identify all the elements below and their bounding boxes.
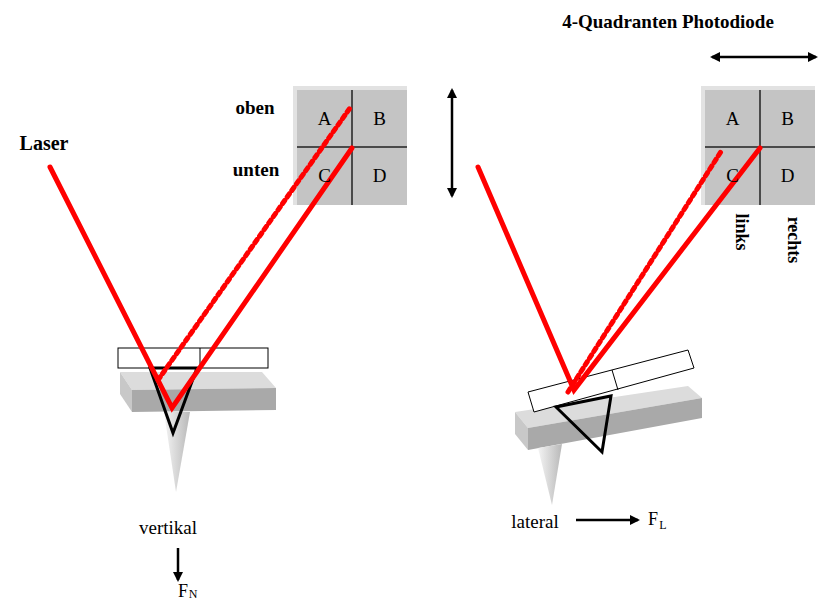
vertical-motion-arrow bbox=[451, 90, 454, 196]
normal-force-arrow bbox=[177, 548, 180, 580]
quadrant: A bbox=[705, 90, 760, 147]
quadrant-letter: A bbox=[318, 109, 332, 128]
force-subscript: N bbox=[189, 589, 198, 602]
laser-label: Laser bbox=[20, 132, 69, 154]
position-label: rechts bbox=[783, 217, 803, 264]
cantilever-lateral bbox=[515, 350, 702, 505]
quadrant-letter: B bbox=[373, 109, 386, 128]
quadrant: B bbox=[760, 90, 815, 147]
photodiode-left bbox=[293, 86, 407, 205]
quadrant: A bbox=[297, 90, 352, 147]
quadrant-letter: B bbox=[781, 109, 794, 128]
mode-label: lateral bbox=[511, 512, 558, 533]
position-label: links bbox=[731, 213, 751, 250]
force-symbol: F bbox=[648, 510, 658, 530]
horizontal-motion-arrow bbox=[712, 56, 816, 59]
mode-label: vertikal bbox=[139, 518, 197, 539]
quadrant: C bbox=[705, 147, 760, 204]
quadrant-letter: A bbox=[726, 109, 740, 128]
position-label: unten bbox=[233, 160, 279, 181]
photodiode-right bbox=[701, 86, 815, 205]
quadrant-letter: C bbox=[726, 166, 739, 185]
quadrant: D bbox=[352, 147, 407, 204]
quadrant-letter: D bbox=[781, 166, 795, 185]
force-subscript: L bbox=[659, 519, 666, 532]
photodiode-title: 4-Quadranten Photodiode bbox=[562, 12, 774, 33]
position-label: oben bbox=[235, 98, 274, 119]
quadrant-letter: D bbox=[373, 166, 387, 185]
quadrant-letter: C bbox=[318, 166, 331, 185]
lateral-force-arrow bbox=[576, 519, 638, 522]
quadrant: B bbox=[352, 90, 407, 147]
force-symbol: F bbox=[178, 582, 188, 602]
quadrant: D bbox=[760, 147, 815, 204]
quadrant: C bbox=[297, 147, 352, 204]
laser-beam bbox=[50, 108, 760, 408]
